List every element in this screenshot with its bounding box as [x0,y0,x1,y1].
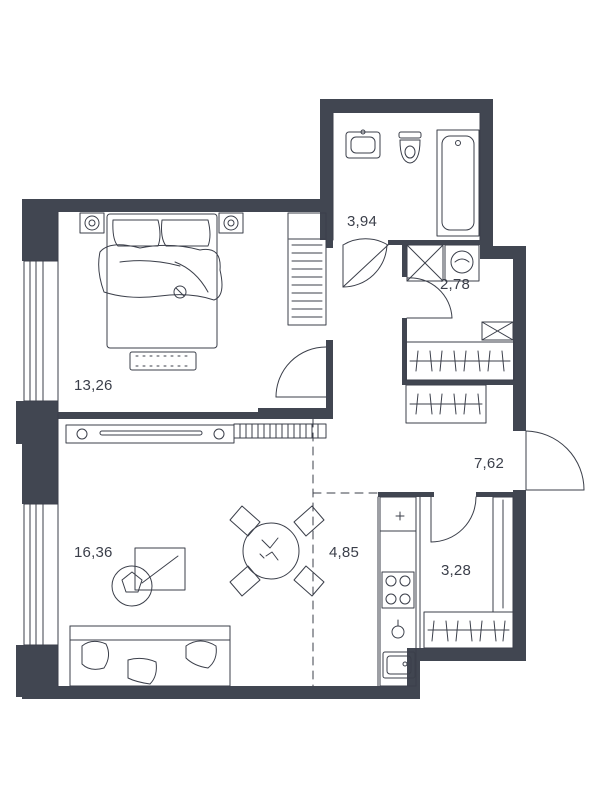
left-windows [23,260,59,646]
entrance-door [525,430,585,491]
room-area-laundry: 2,78 [440,276,470,293]
interior-lines [57,112,514,687]
zone-dividers [312,418,379,687]
living-room-furniture [65,423,327,687]
room-area-bathroom: 3,94 [347,213,377,230]
room-area-hallway: 7,62 [474,455,504,472]
bathroom-fixtures [345,129,480,237]
room-area-living-room: 16,36 [74,544,113,561]
laundry-fixtures [406,244,514,341]
kitchen-fixtures [379,496,417,687]
exterior-walls [16,99,526,699]
bedroom-furniture [79,212,327,371]
room-area-bedroom: 13,26 [74,377,113,394]
bathroom-door [342,238,389,288]
closet-rails [405,341,515,649]
room-area-wardrobe: 3,28 [441,562,471,579]
bedroom-door [275,346,327,398]
room-area-kitchen: 4,85 [329,544,359,561]
wardrobe-door [430,496,477,543]
